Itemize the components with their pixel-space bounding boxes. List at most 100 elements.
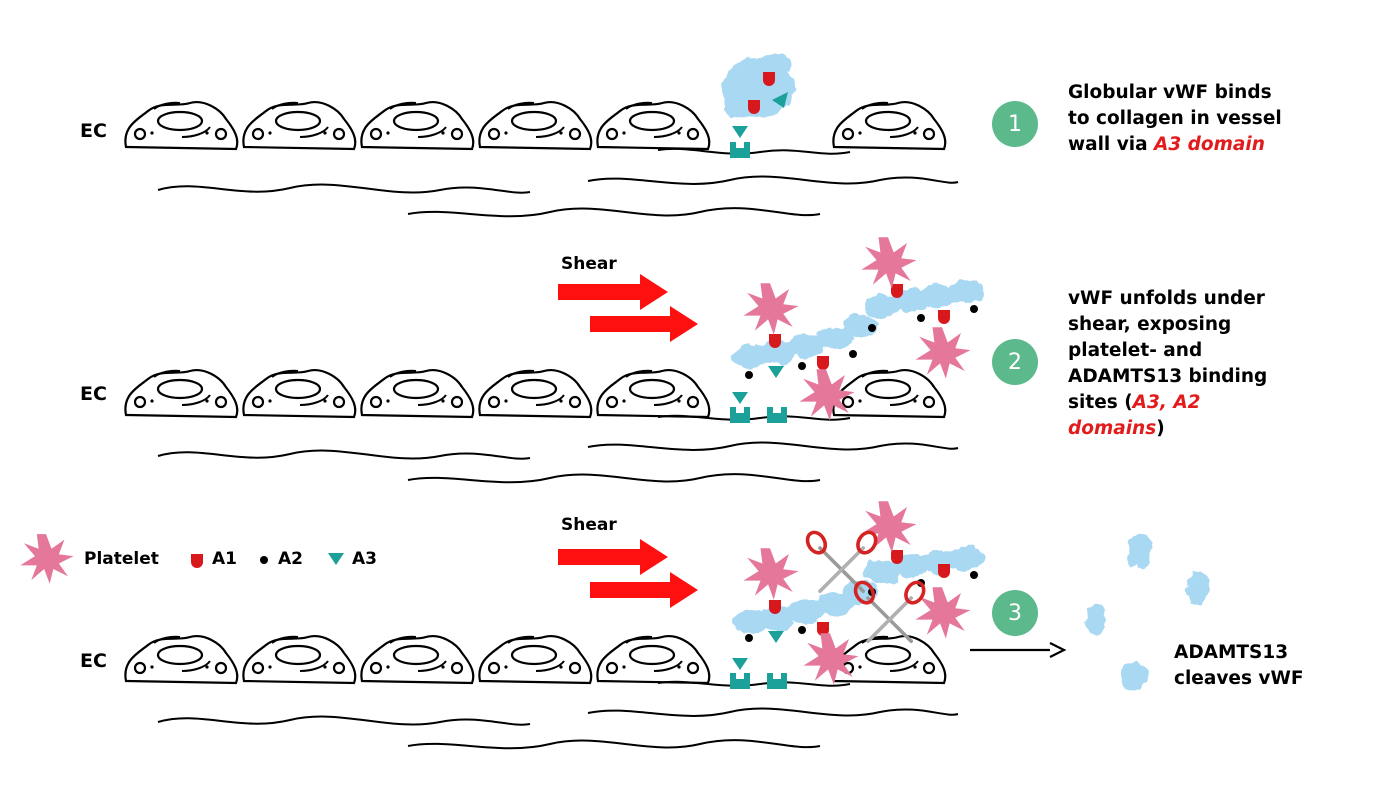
ec-label-2: EC bbox=[80, 383, 107, 405]
collagen-fiber-icon bbox=[657, 147, 851, 155]
collagen-binding-site-icon bbox=[730, 142, 750, 158]
step-badge-1: 1 bbox=[992, 101, 1038, 147]
legend bbox=[20, 534, 344, 584]
shear-label-3: Shear bbox=[561, 515, 617, 535]
a3-domain-icon bbox=[772, 92, 788, 108]
caption-line: sites (A3, A2 bbox=[1068, 390, 1267, 416]
collagen-fiber-icon bbox=[407, 473, 821, 484]
cleaved-vwf-fragments bbox=[1085, 534, 1209, 691]
legend-a3-label: A3 bbox=[352, 549, 377, 569]
caption-text: cleaves vWF bbox=[1174, 668, 1304, 689]
a2-domain-icon bbox=[970, 305, 978, 313]
a3-domain-icon bbox=[732, 392, 748, 404]
shear-label-2: Shear bbox=[561, 254, 617, 274]
caption-line: wall via A3 domain bbox=[1068, 132, 1282, 158]
caption-line: Globular vWF binds bbox=[1068, 80, 1282, 106]
collagen-fiber-icon bbox=[407, 207, 821, 218]
step-badge-2: 2 bbox=[992, 339, 1038, 385]
endothelial-cell-icon bbox=[124, 368, 239, 419]
caption-text: vWF unfolds under bbox=[1068, 288, 1265, 309]
a2-domain-icon bbox=[798, 362, 806, 370]
a1-domain-icon bbox=[817, 356, 829, 370]
caption-step-1: Globular vWF binds to collagen in vessel w… bbox=[1068, 80, 1282, 158]
a2-domain-icon bbox=[970, 571, 978, 579]
endothelial-cell-icon bbox=[478, 634, 593, 685]
a2-domain-icon bbox=[868, 324, 876, 332]
endothelial-cell-icon bbox=[360, 100, 475, 151]
shear-arrow-icon bbox=[590, 572, 698, 608]
endothelial-cell-icon bbox=[596, 100, 711, 151]
collagen-fiber-icon bbox=[657, 680, 851, 687]
collagen-fiber-icon bbox=[657, 414, 851, 421]
ec-label-3: EC bbox=[80, 650, 107, 672]
caption-text: ADAMTS13 binding bbox=[1068, 366, 1268, 387]
a1-domain-icon bbox=[891, 284, 903, 298]
caption-line: to collagen in vessel bbox=[1068, 106, 1282, 132]
collagen-binding-site-icon bbox=[730, 673, 750, 689]
legend-a1-label: A1 bbox=[212, 549, 237, 569]
endothelial-cell-icon bbox=[242, 634, 357, 685]
collagen-fibers-1 bbox=[157, 147, 959, 218]
unfolded-vwf-3 bbox=[730, 546, 984, 689]
endothelial-cell-icon bbox=[596, 634, 711, 685]
a3-domain-icon bbox=[768, 631, 784, 643]
legend-platelet-label: Platelet bbox=[84, 549, 159, 569]
collagen-binding-site-icon bbox=[767, 673, 787, 689]
step-badge-3: 3 bbox=[992, 590, 1038, 636]
caption-line: vWF unfolds under bbox=[1068, 286, 1267, 312]
a3-domain-icon bbox=[732, 658, 748, 670]
ec-label-1: EC bbox=[80, 120, 107, 142]
endothelial-cell-icon bbox=[832, 100, 947, 151]
shear-arrow-icon bbox=[590, 306, 698, 342]
endothelial-cell-icon bbox=[124, 100, 239, 151]
collagen-fiber-icon bbox=[407, 739, 821, 750]
caption-text: ADAMTS13 bbox=[1174, 642, 1289, 663]
collagen-binding-site-icon bbox=[767, 407, 787, 423]
legend-platelet-icon bbox=[20, 534, 74, 584]
vwf-multimer-icon bbox=[732, 280, 984, 368]
caption-line: cleaves vWF bbox=[1174, 666, 1304, 692]
legend-a2-label: A2 bbox=[278, 549, 303, 569]
platelet-icon bbox=[861, 237, 917, 289]
caption-step-3: ADAMTS13 cleaves vWF bbox=[1174, 640, 1304, 692]
caption-text: wall via bbox=[1068, 134, 1155, 155]
a1-domain-icon bbox=[891, 550, 903, 564]
collagen-binding-site-icon bbox=[730, 407, 750, 423]
collagen-fiber-icon bbox=[587, 707, 959, 717]
a2-domain-icon bbox=[798, 626, 806, 634]
vwf-fragment-icon bbox=[1187, 571, 1209, 605]
collagen-fiber-icon bbox=[157, 183, 531, 194]
a1-domain-icon bbox=[769, 334, 781, 348]
a1-domain-icon bbox=[763, 72, 775, 86]
platelet-icon bbox=[861, 501, 917, 553]
vwf-fragment-icon bbox=[1085, 604, 1107, 636]
collagen-fiber-icon bbox=[157, 449, 531, 460]
a3-domain-icon bbox=[768, 366, 784, 378]
a1-domain-icon bbox=[938, 564, 950, 578]
caption-text: Globular vWF binds bbox=[1068, 82, 1272, 103]
collagen-fiber-icon bbox=[587, 441, 959, 451]
a2-domain-icon bbox=[745, 634, 753, 642]
endothelial-cell-icon bbox=[478, 100, 593, 151]
platelet-icon bbox=[915, 327, 971, 379]
endothelial-cell-icon bbox=[478, 368, 593, 419]
unfolded-vwf-2 bbox=[730, 280, 984, 423]
caption-highlight: A3 domain bbox=[1154, 134, 1265, 155]
caption-line: platelet- and bbox=[1068, 338, 1267, 364]
caption-highlight: A3, A2 bbox=[1132, 392, 1201, 413]
panel-3 bbox=[124, 501, 1209, 750]
panel-1 bbox=[124, 54, 959, 218]
a1-domain-icon bbox=[748, 100, 760, 114]
vwf-fragment-icon bbox=[1128, 534, 1152, 570]
panel-2 bbox=[124, 237, 984, 484]
endothelial-cell-icon bbox=[242, 100, 357, 151]
collagen-fiber-icon bbox=[587, 175, 959, 185]
caption-line: ADAMTS13 bbox=[1174, 640, 1304, 666]
shear-arrows-2 bbox=[558, 274, 698, 342]
vwf-fragment-icon bbox=[1121, 661, 1147, 691]
caption-line: ADAMTS13 binding bbox=[1068, 364, 1267, 390]
caption-text: to collagen in vessel bbox=[1068, 108, 1282, 129]
legend-a2-icon bbox=[260, 556, 268, 564]
